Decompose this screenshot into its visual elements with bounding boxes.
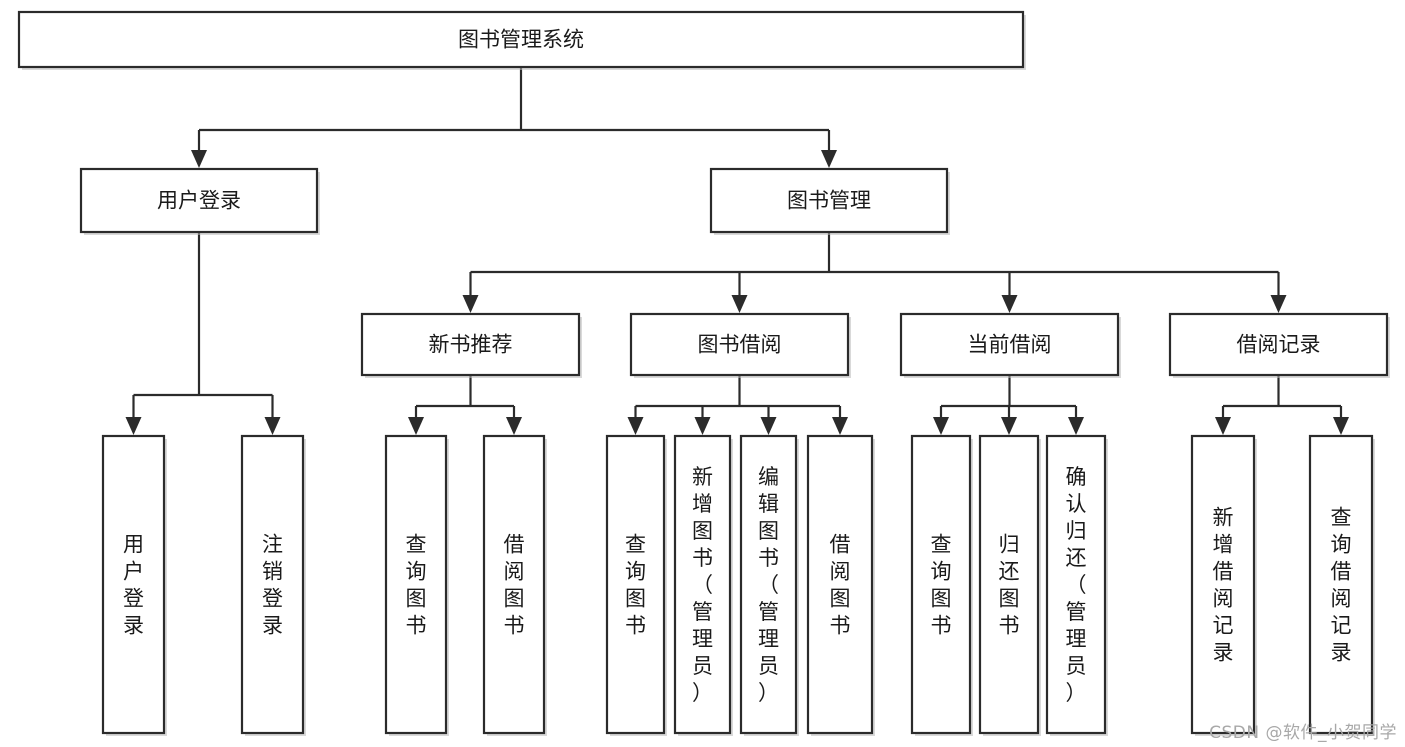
- node-rect[interactable]: [739, 434, 798, 735]
- node-rect[interactable]: [709, 167, 949, 234]
- node-n-borrow-record[interactable]: 借阅记录: [1168, 312, 1390, 378]
- node-l-query-book-3[interactable]: 查询图书: [910, 434, 973, 736]
- node-l-user-login[interactable]: 用户登录: [101, 434, 167, 736]
- node-label-vertical: 确认归还（管理员）: [1066, 465, 1087, 705]
- node-label: 新书推荐: [429, 333, 513, 357]
- node-l-borrow-book-1[interactable]: 借阅图书: [482, 434, 547, 736]
- connector-layer: [125, 67, 1349, 435]
- node-rect[interactable]: [384, 434, 448, 735]
- node-n-new-book-rec[interactable]: 新书推荐: [360, 312, 582, 378]
- arrow-head-icon: [506, 417, 522, 435]
- arrow-head-icon: [408, 417, 424, 435]
- node-label-vertical: 归还图书: [999, 533, 1020, 638]
- arrow-head-icon: [1333, 417, 1349, 435]
- node-label: 图书管理: [787, 189, 871, 213]
- node-label-vertical: 注销登录: [262, 533, 283, 638]
- node-n-book-mgmt[interactable]: 图书管理: [709, 167, 950, 235]
- node-l-query-record[interactable]: 查询借阅记录: [1308, 434, 1375, 736]
- node-label: 图书借阅: [698, 333, 782, 357]
- arrow-head-icon: [264, 417, 281, 435]
- node-rect[interactable]: [1168, 312, 1389, 377]
- node-label-vertical: 查询图书: [406, 533, 427, 638]
- node-rect[interactable]: [17, 10, 1025, 69]
- arrow-head-icon: [832, 417, 848, 435]
- node-rect[interactable]: [482, 434, 546, 735]
- node-n-book-borrow[interactable]: 图书借阅: [629, 312, 851, 378]
- node-label: 借阅记录: [1237, 333, 1321, 357]
- arrow-head-icon: [933, 417, 949, 435]
- node-label-vertical: 借阅图书: [830, 533, 851, 638]
- arrow-head-icon: [1068, 417, 1084, 435]
- node-rect[interactable]: [79, 167, 319, 234]
- arrow-head-icon: [191, 150, 207, 168]
- arrow-head-icon: [125, 417, 142, 435]
- node-rect[interactable]: [978, 434, 1040, 735]
- node-label-vertical: 用户登录: [123, 533, 144, 638]
- node-l-query-book-2[interactable]: 查询图书: [605, 434, 667, 736]
- node-l-edit-book[interactable]: 编辑图书（管理员）: [739, 434, 799, 736]
- node-n-user-login[interactable]: 用户登录: [79, 167, 320, 235]
- arrow-head-icon: [821, 150, 837, 168]
- node-rect[interactable]: [899, 312, 1120, 377]
- node-label-vertical: 查询图书: [931, 533, 952, 638]
- arrow-head-icon: [760, 417, 777, 435]
- node-label-vertical: 编辑图书（管理员）: [758, 465, 779, 705]
- node-rect[interactable]: [360, 312, 581, 377]
- node-rect[interactable]: [101, 434, 166, 735]
- node-label-vertical: 新增图书（管理员）: [692, 465, 713, 705]
- node-rect[interactable]: [240, 434, 305, 735]
- arrow-head-icon: [694, 417, 711, 435]
- node-label-vertical: 新增借阅记录: [1213, 506, 1234, 665]
- arrow-head-icon: [462, 295, 479, 313]
- node-l-borrow-book-2[interactable]: 借阅图书: [806, 434, 875, 736]
- node-label: 当前借阅: [968, 333, 1052, 357]
- node-label: 图书管理系统: [458, 28, 584, 52]
- arrow-head-icon: [1270, 295, 1287, 313]
- node-l-return-book[interactable]: 归还图书: [978, 434, 1041, 736]
- node-l-add-book[interactable]: 新增图书（管理员）: [673, 434, 733, 736]
- node-l-confirm-return[interactable]: 确认归还（管理员）: [1045, 434, 1108, 736]
- node-label: 用户登录: [157, 189, 241, 213]
- node-rect[interactable]: [806, 434, 874, 735]
- node-root[interactable]: 图书管理系统: [17, 10, 1026, 70]
- arrow-head-icon: [1215, 417, 1231, 435]
- node-rect[interactable]: [605, 434, 666, 735]
- csdn-watermark: CSDN @软件_小贺同学: [1209, 723, 1397, 743]
- arrow-head-icon: [731, 295, 748, 313]
- node-label-vertical: 借阅图书: [504, 533, 525, 638]
- node-rect[interactable]: [629, 312, 850, 377]
- node-l-query-book-1[interactable]: 查询图书: [384, 434, 449, 736]
- node-rect[interactable]: [1308, 434, 1374, 735]
- node-layer: 图书管理系统用户登录图书管理新书推荐图书借阅当前借阅借阅记录用户登录注销登录查询…: [17, 10, 1390, 736]
- node-rect[interactable]: [1045, 434, 1107, 735]
- arrow-head-icon: [1001, 295, 1018, 313]
- node-rect[interactable]: [1190, 434, 1256, 735]
- node-label-vertical: 查询图书: [625, 533, 646, 638]
- node-n-current-borrow[interactable]: 当前借阅: [899, 312, 1121, 378]
- arrow-head-icon: [627, 417, 644, 435]
- node-rect[interactable]: [673, 434, 732, 735]
- node-label-vertical: 查询借阅记录: [1331, 506, 1352, 665]
- node-l-add-record[interactable]: 新增借阅记录: [1190, 434, 1257, 736]
- node-l-logout[interactable]: 注销登录: [240, 434, 306, 736]
- arrow-head-icon: [1001, 417, 1017, 435]
- node-rect[interactable]: [910, 434, 972, 735]
